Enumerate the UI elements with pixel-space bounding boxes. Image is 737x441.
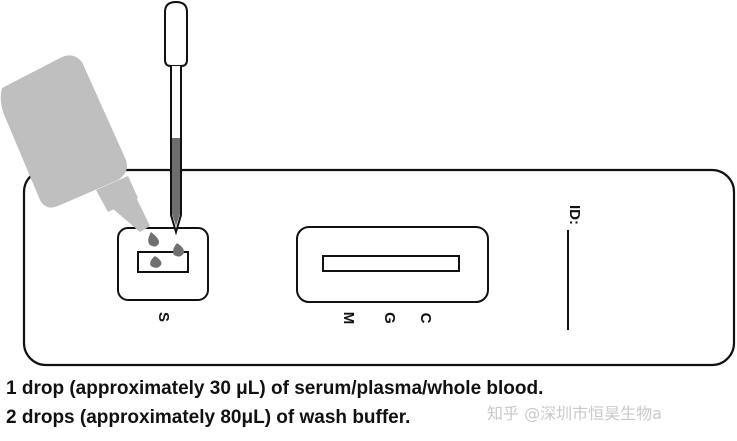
watermark: 知乎 @深圳市恒昊生物a: [487, 404, 662, 423]
sample-drops: [148, 232, 185, 268]
sample-well-label: S: [155, 312, 172, 322]
buffer-bottle: [0, 55, 150, 232]
line-label-g: G: [381, 312, 398, 324]
line-label-m: M: [340, 312, 357, 325]
result-strip: [322, 255, 460, 272]
id-label: ID:: [566, 205, 583, 225]
sample-well-opening: [137, 251, 189, 273]
instruction-sample-drop: 1 drop (approximately 30 μL) of serum/pl…: [6, 378, 544, 399]
instruction-buffer-drops: 2 drops (approximately 80μL) of wash buf…: [6, 407, 411, 428]
line-label-c: C: [417, 313, 434, 324]
pipette: [164, 0, 188, 236]
